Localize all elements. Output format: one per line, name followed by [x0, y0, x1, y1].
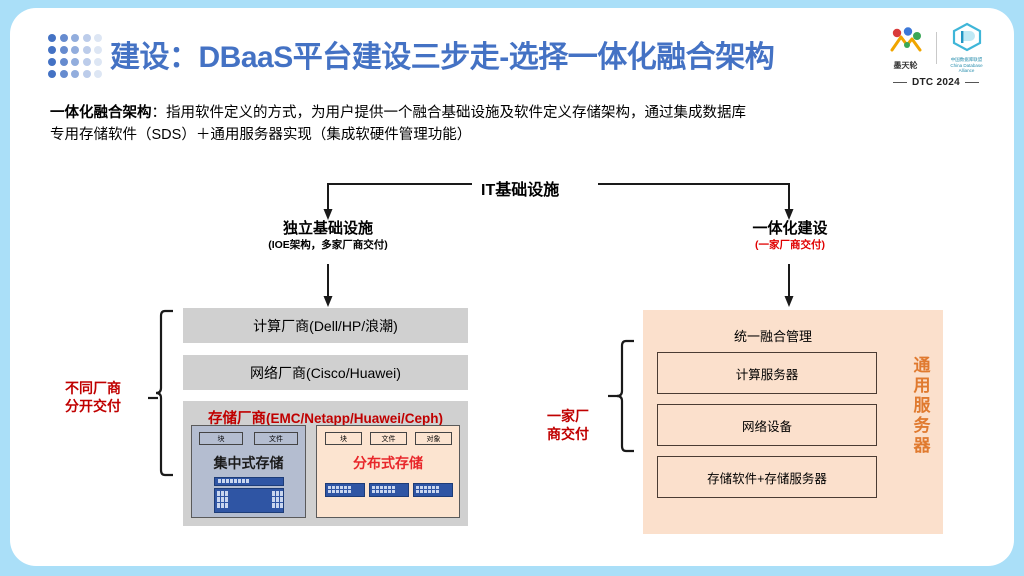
left-branch-heading: 独立基础设施 (IOE架构，多家厂商交付) — [238, 220, 418, 252]
distributed-tag-file: 文件 — [370, 432, 407, 445]
dot-grid-logo-icon — [48, 34, 104, 80]
integrated-panel: 统一融合管理 计算服务器 网络设备 存储软件+存储服务器 通用服务器 — [643, 310, 943, 534]
vendor-row-storage: 存储厂商(EMC/Netapp/Huawei/Ceph) 块 文件 集中式存储 — [183, 401, 468, 526]
description-paragraph: 一体化融合架构：指用软件定义的方式，为用户提供一个融合基础设施及软件定义存储架构… — [50, 102, 1000, 147]
centralized-tag-block: 块 — [199, 432, 243, 445]
left-red-note-line1: 不同厂商 — [65, 380, 121, 396]
integrated-row-storage-label: 存储软件+存储服务器 — [707, 471, 827, 486]
description-term: 一体化融合架构 — [50, 105, 152, 121]
vendor-row-compute: 计算厂商(Dell/HP/浪潮) — [183, 308, 468, 343]
description-line1: ：指用软件定义的方式，为用户提供一个融合基础设施及软件定义存储架构，通过集成数据… — [151, 105, 747, 121]
vendor-row-network-label: 网络厂商(Cisco/Huawei) — [250, 364, 401, 381]
vendor-row-storage-label-cn: 存储厂商 — [207, 411, 266, 427]
left-branch-title: 独立基础设施 — [282, 220, 373, 237]
distributed-storage-panel: 块 文件 对象 分布式存储 — [316, 425, 460, 518]
left-branch-subtitle: (IOE架构，多家厂商交付) — [268, 238, 388, 251]
integrated-row-compute: 计算服务器 — [657, 352, 877, 394]
general-server-vertical-label: 通用服务器 — [913, 356, 931, 456]
cda-logo: 中国数据库联盟 China Database Alliance — [943, 22, 991, 74]
architecture-diagram: IT基础设施 独立基础设施 (IOE架构，多家厂商交付) 一体化建设 (一家厂商… — [10, 8, 1014, 566]
integrated-row-network-label: 网络设备 — [741, 419, 792, 434]
right-branch-title: 一体化建设 — [752, 220, 828, 237]
conference-tag: DTC 2024 — [880, 77, 992, 88]
centralized-storage-panel: 块 文件 集中式存储 — [191, 425, 306, 518]
vendor-row-storage-label-en: (EMC/Netapp/Huawei/Ceph) — [265, 411, 443, 426]
integrated-row-network: 网络设备 — [657, 404, 877, 446]
vendor-row-compute-label: 计算厂商(Dell/HP/浪潮) — [253, 317, 398, 334]
cda-name: 中国数据库联盟 — [950, 57, 983, 62]
page-title: 建设：DBaaS平台建设三步走-选择一体化融合架构 — [110, 41, 775, 74]
left-red-note: 不同厂商 分开交付 — [38, 380, 148, 416]
motianlun-mark-icon — [890, 26, 921, 51]
diagram-connectors-svg — [148, 183, 794, 477]
brand-logos: 墨天轮 中国数据库联盟 China Database Alliance DTC … — [880, 22, 992, 88]
vendor-row-storage-title: 存储厂商(EMC/Netapp/Huawei/Ceph) — [183, 407, 468, 428]
motianlun-name: 墨天轮 — [893, 60, 918, 70]
cda-subname: China Database Alliance — [950, 62, 983, 73]
centralized-tag-file: 文件 — [254, 432, 298, 445]
right-red-note: 一家厂 商交付 — [531, 408, 605, 444]
motianlun-logo: 墨天轮 — [882, 26, 930, 71]
conference-label: DTC 2024 — [912, 76, 960, 88]
vendor-row-network: 网络厂商(Cisco/Huawei) — [183, 355, 468, 390]
distributed-storage-label: 分布式存储 — [353, 455, 423, 471]
distributed-tag-object: 对象 — [415, 432, 452, 445]
left-red-note-line2: 分开交付 — [65, 397, 121, 414]
centralized-storage-label: 集中式存储 — [213, 455, 284, 471]
integrated-row-storage: 存储软件+存储服务器 — [657, 456, 877, 498]
right-red-note-line1: 一家厂 — [547, 408, 589, 424]
cda-mark-icon — [952, 22, 981, 52]
slide-canvas: 建设：DBaaS平台建设三步走-选择一体化融合架构 墨天轮 — [10, 8, 1014, 566]
integrated-row-compute-label: 计算服务器 — [735, 367, 799, 382]
integrated-panel-title: 统一融合管理 — [733, 329, 812, 344]
brand-divider — [935, 31, 937, 64]
right-branch-subtitle: (一家厂商交付) — [755, 238, 825, 251]
right-red-note-line2: 商交付 — [547, 425, 589, 442]
right-branch-heading: 一体化建设 (一家厂商交付) — [710, 220, 870, 252]
distributed-tag-block: 块 — [325, 432, 362, 445]
diagram-root-label: IT基础设施 — [475, 176, 566, 200]
description-line2: 专用存储软件（SDS）＋通用服务器实现（集成软硬件管理功能） — [50, 127, 472, 144]
